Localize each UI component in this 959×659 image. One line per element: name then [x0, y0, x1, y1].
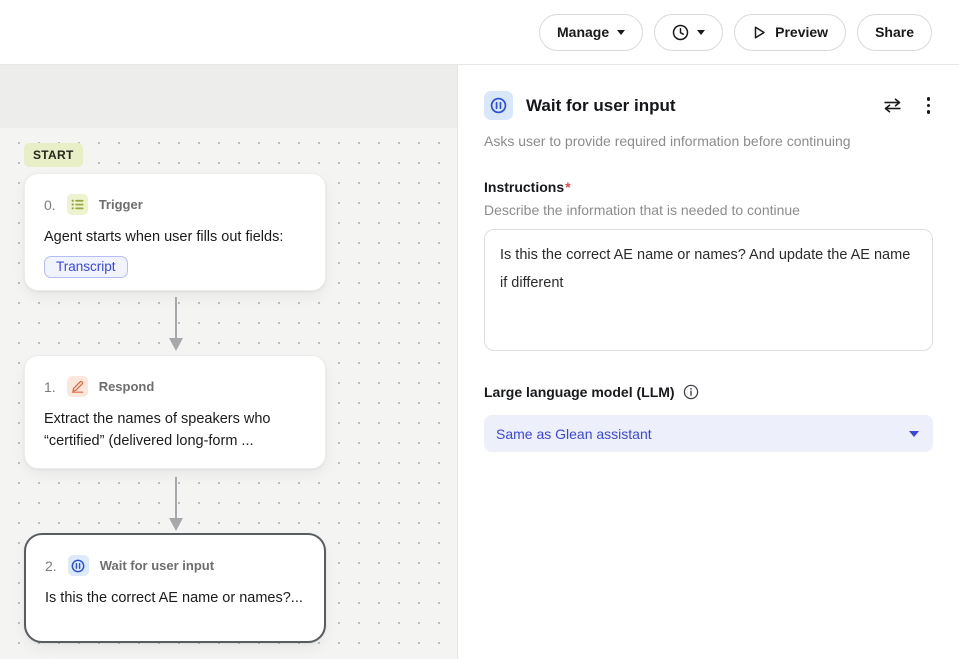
preview-button[interactable]: Preview: [734, 13, 847, 51]
node-respond[interactable]: 1. Respond Extract the names of speakers…: [24, 355, 326, 469]
pause-icon: [484, 91, 513, 120]
pencil-icon: [66, 376, 88, 397]
share-button[interactable]: Share: [857, 13, 932, 51]
play-icon: [752, 25, 767, 40]
step-config-panel: Wait for user input A: [457, 65, 959, 659]
transcript-chip[interactable]: Transcript: [44, 256, 128, 278]
swap-step-button[interactable]: [881, 96, 904, 115]
node-header: 1. Respond: [44, 376, 306, 397]
node-trigger[interactable]: 0. Trigger Agent starts when user fills …: [24, 173, 326, 291]
node-header: 0. Trigger: [44, 194, 306, 215]
kebab-menu-icon: [926, 97, 930, 114]
instructions-input[interactable]: Is this the correct AE name or names? An…: [484, 229, 933, 351]
instructions-helper: Describe the information that is needed …: [484, 202, 800, 218]
list-icon: [66, 194, 88, 215]
preview-button-label: Preview: [775, 24, 829, 40]
workflow-canvas[interactable]: START 0. Trigger Agent starts when user …: [0, 65, 457, 659]
manage-button[interactable]: Manage: [539, 13, 644, 51]
swap-horizontal-icon: [883, 98, 902, 113]
clock-icon: [672, 24, 689, 41]
node-description: Extract the names of speakers who “certi…: [44, 411, 271, 449]
node-type-label: Wait for user input: [99, 558, 215, 573]
node-header: 2. Wait for user input: [45, 555, 305, 576]
node-index: 1.: [44, 378, 56, 395]
panel-title: Wait for user input: [526, 95, 676, 115]
llm-label: Large language model (LLM): [484, 384, 932, 400]
panel-subtitle: Asks user to provide required informatio…: [484, 133, 851, 149]
node-index: 0.: [44, 196, 56, 213]
llm-selected-option: Same as Glean assistant: [496, 425, 652, 442]
node-type-label: Respond: [98, 379, 155, 394]
share-button-label: Share: [875, 24, 914, 40]
chevron-down-icon: [697, 29, 706, 35]
node-wait-for-user-input[interactable]: 2. Wait for user input Is this the corre…: [24, 533, 326, 643]
chevron-down-icon: [617, 29, 626, 35]
topbar: Manage Preview Share: [0, 0, 959, 65]
node-index: 2.: [45, 557, 57, 574]
pause-icon: [67, 555, 89, 576]
more-options-button[interactable]: [925, 95, 933, 116]
info-icon[interactable]: [683, 384, 699, 400]
schedule-button[interactable]: [654, 13, 724, 51]
chevron-down-icon: [909, 430, 919, 437]
required-marker: *: [565, 179, 571, 195]
node-type-label: Trigger: [98, 197, 143, 212]
connector-arrow: [169, 477, 183, 531]
node-description: Is this the correct AE name or names?...: [45, 590, 303, 606]
llm-select[interactable]: Same as Glean assistant: [484, 415, 933, 452]
instructions-label: Instructions*: [484, 179, 571, 195]
manage-button-label: Manage: [557, 24, 610, 40]
connector-arrow: [169, 297, 183, 351]
node-description: Agent starts when user fills out fields:: [44, 229, 284, 245]
start-badge: START: [24, 143, 83, 167]
